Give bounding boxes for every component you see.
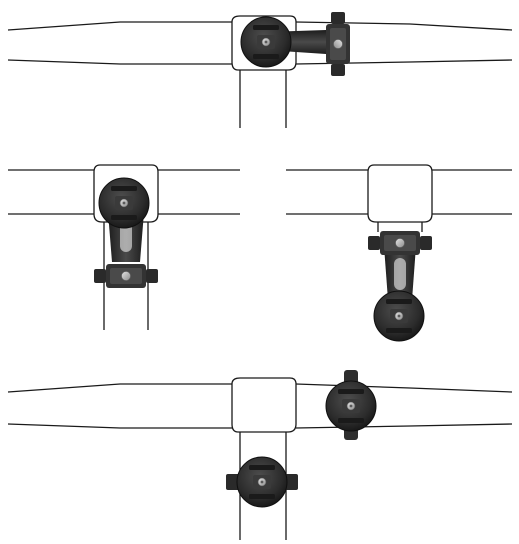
handlebar	[7, 21, 513, 65]
stem-top-mount	[226, 456, 298, 508]
phone-disc	[373, 290, 425, 342]
handlebar	[8, 169, 240, 215]
stem-body	[239, 70, 287, 128]
phone-disc	[98, 177, 150, 229]
handlebar	[286, 169, 512, 215]
offset-clamp	[325, 11, 351, 77]
phone-disc	[240, 16, 292, 68]
view-bar-and-stem-top-mounts	[7, 370, 513, 540]
view-stem-mount-upright	[8, 164, 240, 330]
bar-mount	[325, 370, 377, 440]
view-out-front-offset-mount	[7, 11, 513, 128]
view-stem-mount-inverted	[286, 164, 512, 342]
stem-faceplate	[367, 164, 433, 223]
stem-body	[377, 222, 423, 232]
stem-faceplate	[231, 377, 297, 433]
handlebar	[7, 383, 513, 429]
stem-clamp	[367, 230, 433, 256]
